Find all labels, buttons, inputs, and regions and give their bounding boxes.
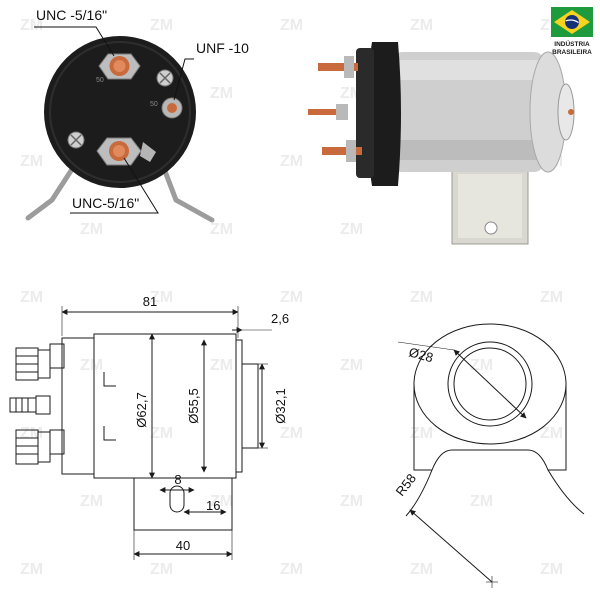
watermark-mark: ZM: [80, 493, 103, 510]
dim-slot-offset: 16: [206, 498, 220, 513]
front-view-photo: 50 50: [25, 36, 215, 223]
watermark-mark: ZM: [410, 425, 433, 442]
drawing-bore: [447, 341, 533, 427]
watermark-mark: ZM: [280, 289, 303, 306]
watermark-mark: ZM: [150, 425, 173, 442]
small-terminal: [161, 97, 183, 119]
watermark-mark: ZM: [210, 85, 233, 102]
flag-globe: [565, 15, 579, 29]
watermark-mark: ZM: [210, 493, 233, 510]
terminal-mark: 50: [96, 77, 104, 84]
screw-icon: [156, 69, 174, 87]
terminal-mark: 50: [150, 101, 158, 108]
dim-body-diameter: Ø62,7: [134, 392, 149, 427]
dim-length: 81: [143, 294, 157, 309]
watermark-mark: ZM: [470, 357, 493, 374]
thread-callouts: UNC -5/16" UNF -10 UNC-5/16": [34, 7, 249, 214]
badge-line-1: INDÚSTRIA: [554, 39, 590, 48]
watermark-mark: ZM: [20, 425, 43, 442]
watermark-mark: ZM: [540, 561, 563, 578]
drawing-stud-top: [15, 347, 51, 381]
watermark-mark: ZM: [340, 221, 363, 238]
large-terminal-top: [98, 53, 141, 80]
drawing-body: [93, 333, 237, 479]
watermark-mark: ZM: [340, 493, 363, 510]
watermark-mark: ZM: [410, 561, 433, 578]
watermark-mark: ZM: [470, 493, 493, 510]
watermark-mark: ZM: [280, 561, 303, 578]
watermark-mark: ZM: [150, 17, 173, 34]
copper-stud-top: [318, 56, 358, 78]
watermark-mark: ZM: [20, 289, 43, 306]
dim-flange: 2,6: [271, 311, 289, 326]
watermark-mark: ZM: [150, 289, 173, 306]
watermark-mark: ZM: [410, 17, 433, 34]
watermark-mark: ZM: [80, 221, 103, 238]
dim-inner-diameter: Ø55,5: [186, 388, 201, 423]
side-drawing-dimensions: 81 2,6 Ø62,7 Ø55,5 Ø32,1 8 16 40: [134, 294, 289, 553]
drawing-stud-bottom: [15, 429, 51, 465]
watermark-mark: ZM: [540, 425, 563, 442]
watermark-mark: ZM: [540, 289, 563, 306]
watermark-mark: ZM: [20, 561, 43, 578]
dim-bracket-length: 40: [176, 538, 190, 553]
large-terminal-bottom: [96, 137, 142, 166]
callout-right-thread: UNF -10: [196, 40, 249, 56]
watermark-mark: ZM: [340, 357, 363, 374]
side-technical-drawing: [9, 306, 272, 560]
dim-bore-diameter: Ø28: [407, 344, 435, 365]
drawing-end-bracket: [413, 384, 567, 471]
end-technical-drawing: [397, 323, 585, 588]
copper-stud-middle: [308, 104, 348, 120]
watermark-mark: ZM: [150, 561, 173, 578]
watermark-mark: ZM: [20, 17, 43, 34]
terminal-tab: [140, 142, 156, 162]
drawing-stud-middle: [9, 395, 51, 415]
watermark-mark: ZM: [280, 425, 303, 442]
dim-slot-width: 8: [174, 472, 181, 487]
copper-stud-bottom: [322, 140, 362, 162]
screw-icon: [67, 131, 85, 149]
watermark-mark: ZM: [80, 357, 103, 374]
watermark-mark: ZM: [210, 221, 233, 238]
side-view-photo: [308, 42, 575, 245]
callout-top-thread: UNC -5/16": [36, 7, 107, 23]
badge-line-2: BRASILEIRA: [552, 49, 592, 56]
watermark-mark: ZM: [210, 357, 233, 374]
drawing-boss: [241, 363, 259, 449]
mounting-bracket-left: [25, 157, 81, 221]
made-in-brazil-badge: INDÚSTRIA BRASILEIRA: [551, 7, 593, 56]
watermark-mark: ZM: [280, 17, 303, 34]
dim-boss-diameter: Ø32,1: [273, 388, 288, 423]
watermark-mark: ZM: [280, 153, 303, 170]
drawing-bracket: [133, 478, 233, 531]
dim-bracket-radius: R58: [393, 471, 420, 499]
watermark-mark: ZM: [410, 289, 433, 306]
terminal-cap: [366, 42, 401, 186]
watermark-mark: ZM: [20, 153, 43, 170]
callout-bottom-thread: UNC-5/16": [72, 195, 139, 211]
